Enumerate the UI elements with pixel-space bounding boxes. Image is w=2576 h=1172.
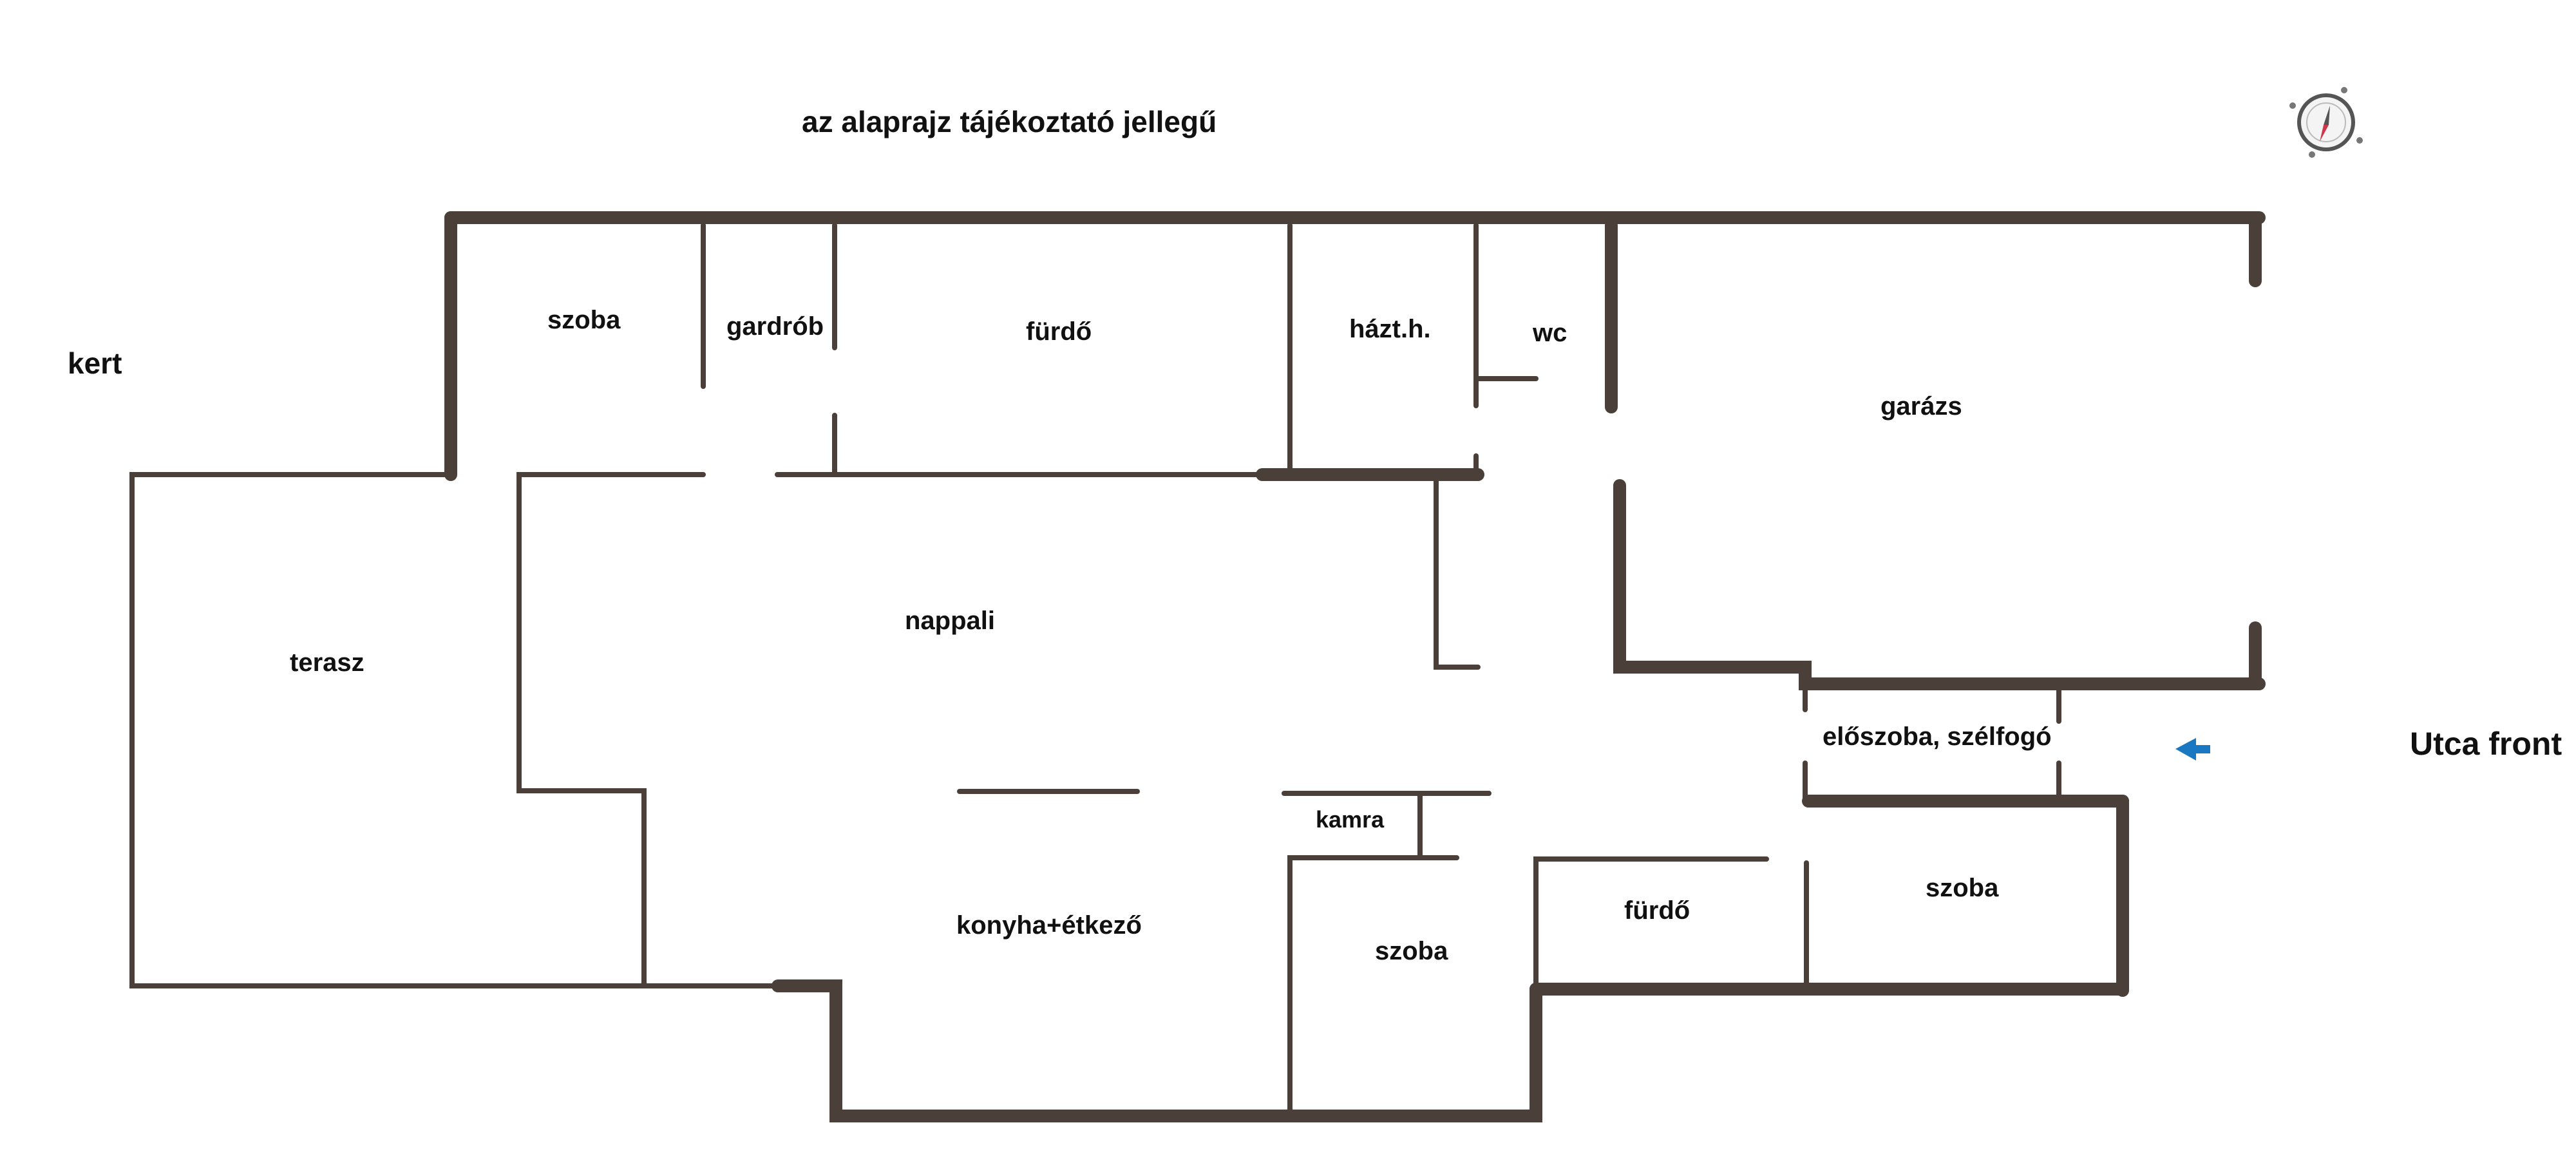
room-label-pantry: kamra — [1316, 806, 1385, 833]
walls — [129, 211, 2266, 1122]
room-label-bathroom-bottom: fürdő — [1624, 896, 1690, 925]
room-label-garage: garázs — [1880, 392, 1962, 421]
room-label-bedroom-right: szoba — [1926, 874, 1999, 902]
compass-needle — [2324, 106, 2330, 125]
room-label-wardrobe: gardrób — [726, 312, 824, 341]
street-front-label: Utca front — [2410, 726, 2562, 762]
room-label-wc: wc — [1532, 319, 1567, 347]
garden-label: kert — [68, 346, 122, 380]
room-label-terrace: terasz — [290, 648, 365, 677]
plan-disclaimer: az alaprajz tájékoztató jellegű — [802, 105, 1217, 138]
room-label-bedroom-top: szoba — [547, 306, 621, 334]
room-label-bedroom-bottom: szoba — [1375, 937, 1448, 965]
compass-icon — [2289, 87, 2363, 158]
room-label-hall: előszoba, szélfogó — [1823, 723, 2052, 751]
entrance-arrow-icon — [2175, 738, 2210, 761]
compass-needle-south — [2320, 125, 2329, 142]
room-label-bathroom-top: fürdő — [1026, 317, 1092, 346]
room-label-utility: házt.h. — [1349, 315, 1431, 343]
room-label-kitchen: konyha+étkező — [956, 911, 1142, 940]
room-label-living: nappali — [905, 607, 995, 635]
